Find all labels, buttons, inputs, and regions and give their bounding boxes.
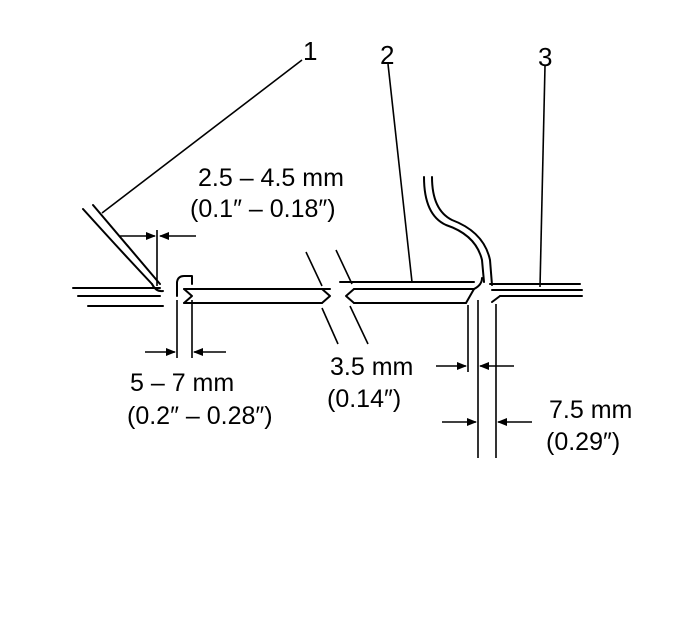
left-dimension-in: (0.2″ – 0.28″) [127, 402, 273, 430]
callout-2: 2 [380, 40, 394, 70]
right-dimension-in: (0.29″) [546, 428, 620, 456]
part-2-panel [176, 249, 483, 372]
part-1-panel [72, 204, 164, 307]
seal-wire [423, 176, 493, 286]
part-3-panel [477, 283, 583, 458]
callout-3: 3 [538, 42, 552, 72]
dimension-arrows [120, 232, 532, 426]
callout-1: 1 [303, 36, 317, 66]
gap-dimension-in: (0.1″ – 0.18″) [190, 195, 336, 223]
mid-dimension-mm: 3.5 mm [330, 353, 413, 381]
callout-leaders [101, 59, 546, 288]
gap-dimension-mm: 2.5 – 4.5 mm [198, 164, 344, 192]
right-dimension-mm: 7.5 mm [549, 396, 632, 424]
mid-dimension-in: (0.14″) [327, 385, 401, 413]
left-dimension-mm: 5 – 7 mm [130, 369, 234, 397]
